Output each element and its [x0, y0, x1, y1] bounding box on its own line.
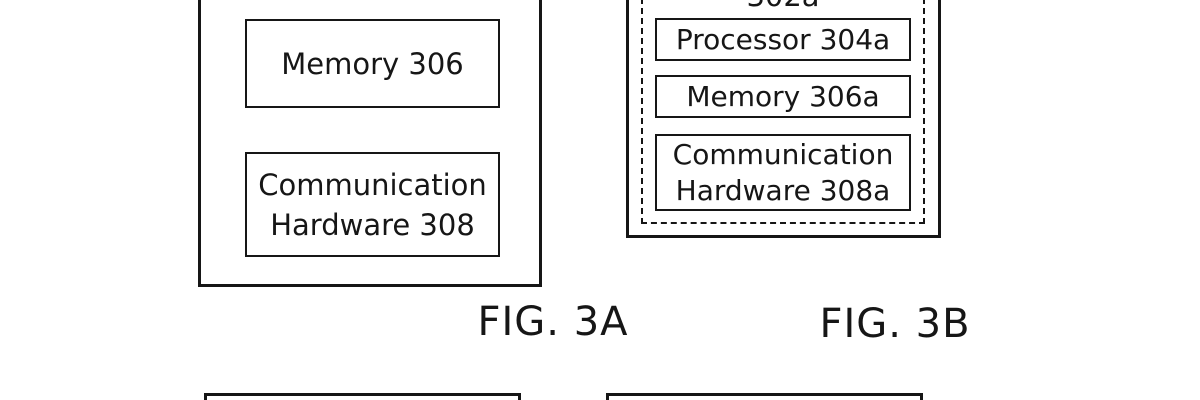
memory-306a-label: Memory 306a: [686, 80, 880, 113]
processor-304a-label: Processor 304a: [675, 23, 891, 56]
bottom-right-partial-box: [606, 393, 923, 400]
fig3b-caption: FIG. 3B: [819, 301, 971, 347]
processor-304a-box: Processor 304a: [655, 18, 911, 61]
memory-306a-box: Memory 306a: [655, 75, 911, 118]
fig3a-caption: FIG. 3A: [477, 299, 629, 345]
container-302a-label: 302a: [655, 0, 911, 11]
memory-306-label: Memory 306: [281, 46, 464, 81]
communication-hardware-308-box: Communication Hardware 308: [245, 152, 500, 257]
communication-hardware-308a-label: Communication Hardware 308a: [672, 137, 894, 207]
bottom-left-partial-box: [204, 393, 521, 400]
communication-hardware-308a-box: Communication Hardware 308a: [655, 134, 911, 211]
fig3b-dashed-container-302a: [641, 0, 925, 224]
communication-hardware-308-label: Communication Hardware 308: [258, 167, 487, 242]
memory-306-box: Memory 306: [245, 19, 500, 108]
